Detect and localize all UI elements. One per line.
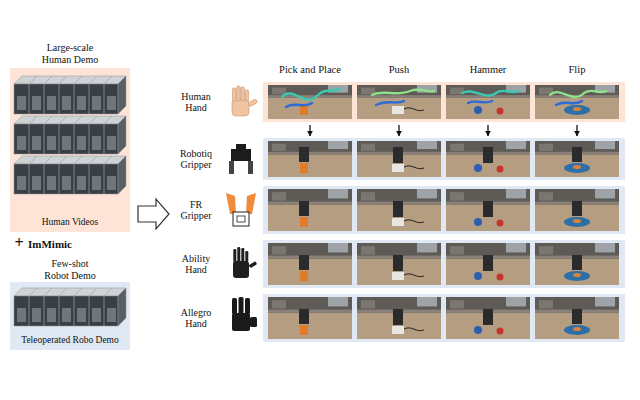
photo-row [268, 141, 619, 177]
photo-row [268, 189, 619, 231]
column-header: Hammer [470, 64, 507, 76]
flow-arrow [398, 125, 399, 136]
robot-demo-panel [10, 282, 130, 350]
photo-row [268, 85, 619, 119]
row-label: Robotiq Gripper [174, 148, 218, 171]
flow-arrow [309, 125, 310, 136]
row-label: Human Hand [174, 91, 218, 114]
robotiq-gripper-icon [229, 144, 253, 174]
photo-row [268, 297, 619, 339]
row-label: FR Gripper [174, 199, 218, 222]
video-stack [14, 116, 126, 154]
panel-heading: Large-scale Human Demo [39, 40, 101, 65]
column-header: Pick and Place [279, 64, 341, 76]
flow-arrow [138, 199, 169, 229]
ability-hand-icon [233, 247, 257, 278]
method-name: ImMimic [28, 238, 72, 251]
row-band [263, 138, 625, 180]
row-band [263, 294, 625, 342]
panel-caption: Teleoperated Robo Demo [18, 335, 121, 350]
human-demo-panel [10, 68, 130, 232]
row-label: Ability Hand [174, 253, 218, 276]
embodiment-row: Robotiq Gripper [170, 138, 625, 180]
demo-panel: Large-scale Human DemoHuman Videos [10, 40, 130, 232]
allegro-hand-icon [232, 297, 257, 331]
video-stack [14, 288, 126, 326]
photo-row [268, 243, 619, 285]
fr-gripper-icon [226, 193, 256, 226]
video-stack [14, 156, 126, 194]
embodiment-row: Human Hand [170, 82, 625, 122]
flow-arrow [487, 125, 488, 136]
row-band [263, 186, 625, 234]
human-hand-icon [232, 86, 258, 116]
embodiment-row: Ability Hand [170, 240, 625, 288]
embodiment-row: FR Gripper [170, 186, 625, 234]
panel-heading: Few-shot Robot Demo [39, 256, 101, 281]
row-band [263, 82, 625, 122]
video-stack [14, 76, 126, 114]
plus-sign: + [14, 234, 23, 252]
panel-caption: Human Videos [39, 217, 102, 232]
row-band [263, 240, 625, 288]
row-label: Allegro Hand [174, 307, 218, 330]
column-header: Push [389, 64, 409, 76]
demo-panel: Few-shot Robot DemoTeleoperated Robo Dem… [10, 256, 130, 350]
flow-arrow [576, 125, 577, 136]
column-header: Flip [569, 64, 586, 76]
embodiment-row: Allegro Hand [170, 294, 625, 342]
